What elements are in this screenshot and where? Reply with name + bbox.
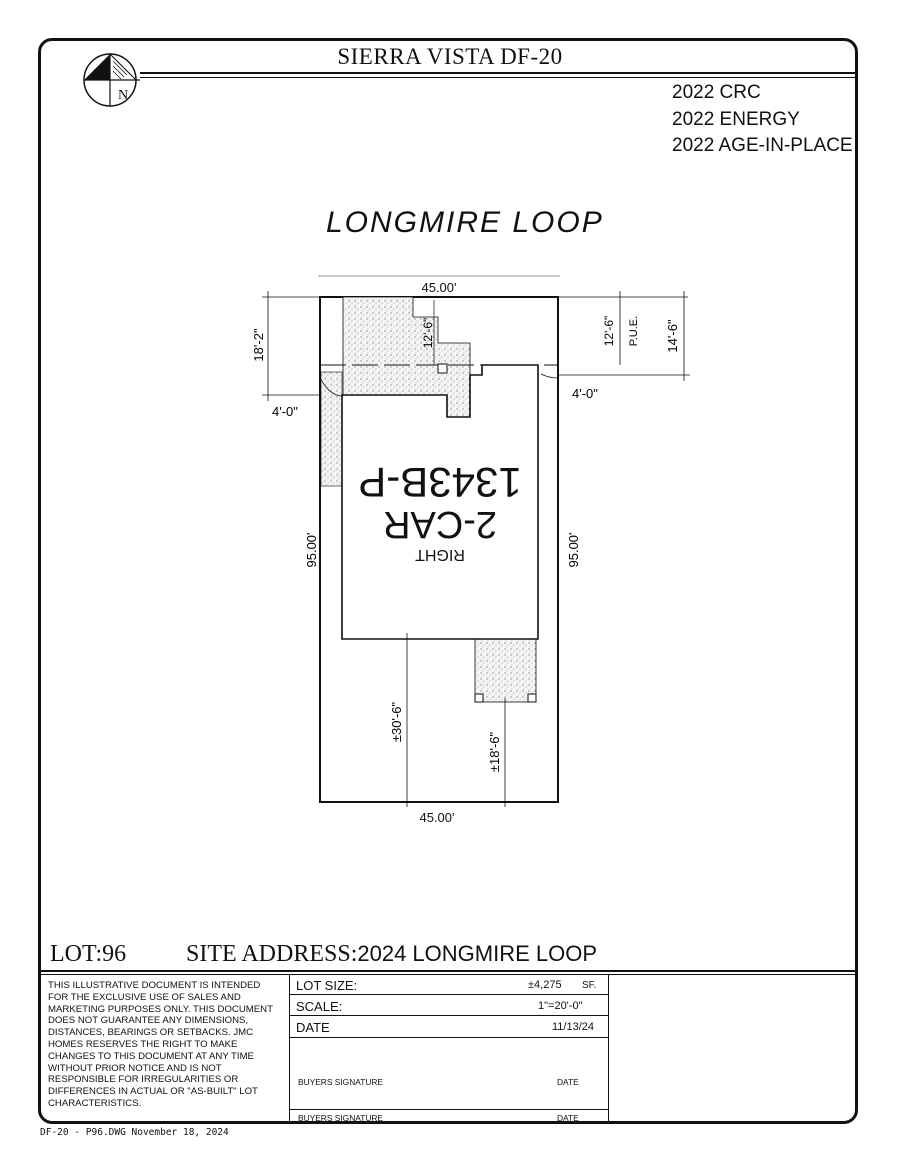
north-arrow-icon: N: [83, 52, 140, 107]
scale-value: 1"=20'-0": [538, 1000, 583, 1012]
front-setback-right-dim: 14'-6": [665, 319, 680, 353]
side-setback-left-dim: 4'-0": [272, 404, 298, 419]
site-plan: RIGHT 2-CAR 1343B-P 45.00' 45.00' 18'-2"…: [251, 275, 690, 825]
right-depth-dim: 95.00': [566, 532, 581, 567]
patio-setback-dim: ±18'-6": [487, 731, 502, 772]
drawing-frame: [38, 38, 858, 1124]
date-label: DATE: [296, 1020, 330, 1035]
rear-setback-dim: ±30'-6": [389, 701, 404, 742]
code-item: 2022 CRC: [672, 82, 761, 103]
lot-size-value: ±4,275: [528, 979, 562, 991]
plan-orientation-label: RIGHT: [415, 546, 465, 563]
site-address: 2024 LONGMIRE LOOP: [357, 941, 598, 966]
left-depth-dim: 95.00': [304, 532, 319, 567]
file-info: DF-20 - P96.DWG November 18, 2024: [40, 1127, 229, 1138]
plan-name-label: 1343B-P: [358, 459, 521, 506]
buyers-signature-label: BUYERS SIGNATURE: [298, 1077, 384, 1087]
pue-label: P.U.E.: [628, 316, 640, 346]
date-value: 11/13/24: [552, 1021, 595, 1033]
front-width-dim: 45.00': [421, 280, 456, 295]
title-rule-bottom: [140, 77, 855, 78]
buyers-signature-date-label: DATE: [557, 1077, 579, 1087]
code-item: 2022 ENERGY: [672, 108, 800, 130]
rear-width-dim: 45.00': [419, 810, 454, 825]
street-name: LONGMIRE LOOP: [326, 206, 604, 239]
pue-dim: 12'-6": [602, 316, 616, 347]
buyers-signature-label-2: BUYERS SIGNATURE: [298, 1113, 384, 1123]
scale-label: SCALE:: [296, 999, 343, 1014]
lot-number: LOT:96: [50, 941, 127, 967]
porch-setback-dim: 12'-6": [421, 318, 435, 349]
title-rule-top: [140, 72, 855, 74]
front-setback-left-dim: 18'-2": [251, 328, 266, 362]
buyers-signature-date-label-2: DATE: [557, 1113, 579, 1123]
site-address-label: SITE ADDRESS:: [186, 941, 358, 967]
project-title: SIERRA VISTA DF-20: [337, 44, 563, 69]
plan-garage-label: 2-CAR: [383, 503, 497, 545]
lot-size-unit: SF.: [582, 980, 597, 991]
side-setback-right-dim: 4'-0": [572, 386, 598, 401]
lot-row: LOT:96 SITE ADDRESS:2024 LONGMIRE LOOP: [50, 940, 597, 968]
code-list: 2022 CRC 2022 ENERGY 2022 AGE-IN-PLACE: [672, 80, 853, 160]
rear-patio: [474, 638, 537, 703]
side-walkway: [320, 371, 343, 487]
house-footprint: [341, 364, 539, 640]
lot-boundary: [319, 296, 559, 803]
lot-size-label: LOT SIZE:: [296, 978, 358, 993]
code-item: 2022 AGE-IN-PLACE: [672, 135, 853, 156]
disclaimer-text: THIS ILLUSTRATIVE DOCUMENT IS INTENDED F…: [48, 980, 273, 1109]
compass-n-label: N: [118, 88, 128, 103]
